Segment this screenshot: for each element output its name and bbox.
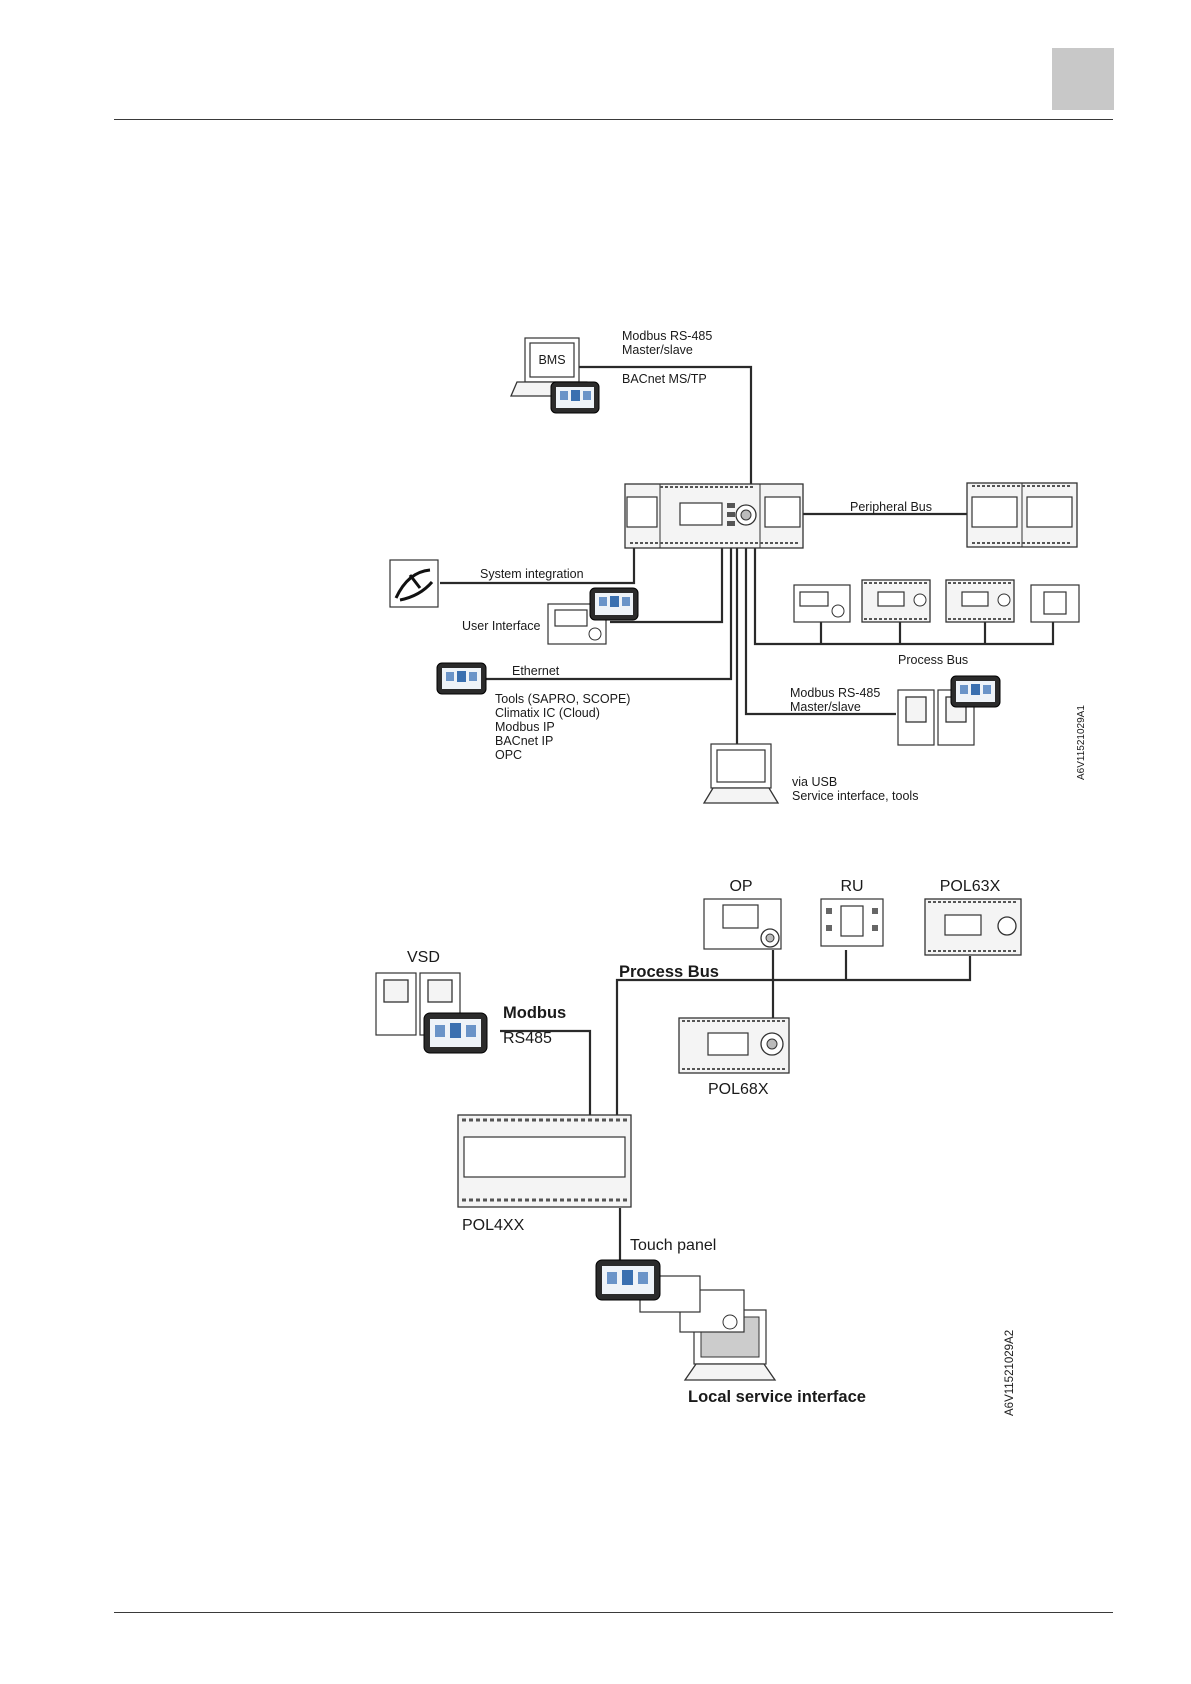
diagram-2-wires [500, 950, 972, 1270]
label-master-slave-bottom: Master/slave [790, 700, 861, 714]
system-integration-cloud-icon [389, 559, 439, 608]
op-device [703, 898, 782, 950]
label-vsd: VSD [407, 949, 440, 966]
figure-code-2: A6V11521029A2 [1004, 1330, 1016, 1416]
label-ru: RU [840, 878, 863, 895]
service-laptop [702, 743, 780, 804]
label-tools: Tools (SAPRO, SCOPE) [495, 692, 630, 706]
label-modbus-rs485-bottom: Modbus RS-485 [790, 686, 880, 700]
user-interface-device [547, 587, 639, 645]
main-controller-unit [624, 483, 804, 549]
label-climatix-ic: Climatix IC (Cloud) [495, 706, 600, 720]
label-modbus: Modbus [503, 1004, 566, 1022]
figure-code-1: A6V11521029A1 [1076, 705, 1087, 780]
label-system-integration: System integration [480, 567, 584, 581]
label-opc: OPC [495, 748, 522, 762]
label-bacnet-ip: BACnet IP [495, 734, 553, 748]
label-modbus-ip: Modbus IP [495, 720, 555, 734]
vsd-devices [375, 972, 488, 1054]
peripheral-module [966, 482, 1078, 548]
ethernet-touch-panel [436, 662, 487, 695]
diagram-1: BMS [389, 329, 1087, 804]
label-peripheral-bus: Peripheral Bus [850, 500, 932, 514]
diagram-1-wires [440, 365, 1055, 745]
diagram-2: OP RU POL63X VSD Process Bus Modbus RS48… [375, 878, 1022, 1416]
header-rule [114, 119, 1113, 120]
bms-touch-panel [550, 381, 600, 414]
label-bacnet-mstp: BACnet MS/TP [622, 372, 707, 386]
pol68x-device [678, 1017, 790, 1074]
pol63x-device [924, 898, 1022, 956]
label-process-bus-2: Process Bus [619, 963, 719, 981]
label-pol63x: POL63X [940, 878, 1001, 895]
pol4xx-device [457, 1114, 632, 1208]
label-master-slave-top: Master/slave [622, 343, 693, 357]
label-modbus-rs485-top: Modbus RS-485 [622, 329, 712, 343]
label-op: OP [729, 878, 752, 895]
label-via-usb: via USB [792, 775, 837, 789]
modbus-slave-devices [897, 675, 1001, 746]
label-rs485: RS485 [503, 1030, 552, 1047]
footer-rule [114, 1612, 1113, 1613]
label-pol4xx: POL4XX [462, 1217, 525, 1234]
local-service-devices [595, 1259, 777, 1381]
label-user-interface: User Interface [462, 619, 541, 633]
ru-device [820, 898, 884, 947]
bms-label: BMS [538, 353, 565, 367]
header-corner-tab [1052, 48, 1114, 110]
label-process-bus: Process Bus [898, 653, 968, 667]
label-ethernet: Ethernet [512, 664, 560, 678]
process-bus-devices [793, 579, 1080, 623]
label-local-service-interface: Local service interface [688, 1388, 866, 1406]
label-touch-panel: Touch panel [630, 1237, 716, 1254]
label-service-interface: Service interface, tools [792, 789, 918, 803]
label-pol68x: POL68X [708, 1081, 769, 1098]
